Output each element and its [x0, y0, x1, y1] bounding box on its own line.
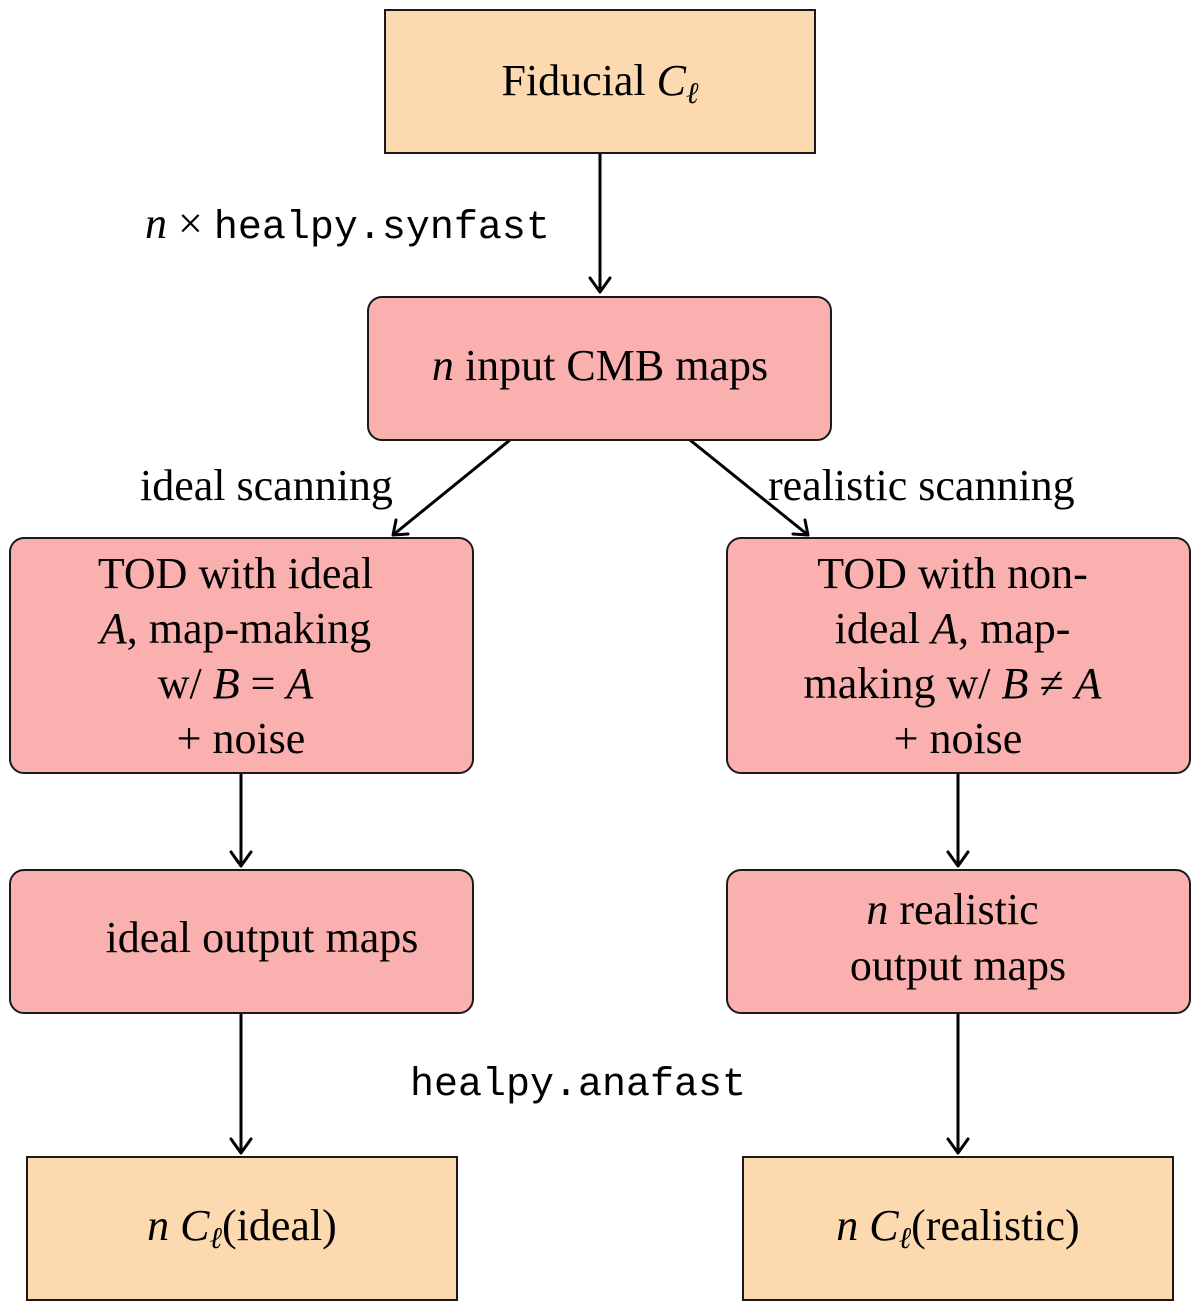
node-tod-ideal-label: TOD with ideal A, map-making w/ B = A + …: [97, 549, 384, 763]
node-cl-realistic: n Cℓ(realistic): [742, 1156, 1174, 1301]
node-input-cmb-maps-label: n input CMB maps: [432, 341, 768, 390]
edge-real-out-to-cl-real: [946, 1013, 970, 1155]
node-fiducial-cl: Fiducial Cℓ: [384, 9, 816, 154]
node-ideal-output-maps-label: ideal output maps: [106, 913, 419, 962]
node-cl-ideal: n Cℓ(ideal): [26, 1156, 458, 1301]
edge-fiducial-to-input: [588, 153, 612, 294]
node-realistic-output-maps: n realistic output maps: [726, 869, 1191, 1014]
edge-tod-ideal-to-ideal-out: [229, 773, 253, 868]
node-realistic-output-maps-label: n realistic output maps: [850, 885, 1066, 990]
edge-ideal-out-to-cl-ideal: [229, 1013, 253, 1155]
node-ideal-output-maps: ideal output maps: [9, 869, 474, 1014]
node-tod-ideal: TOD with ideal A, map-making w/ B = A + …: [9, 537, 474, 774]
edge-input-to-tod-ideal: [391, 438, 511, 537]
node-cl-ideal-label: n Cℓ(ideal): [147, 1201, 337, 1255]
edge-label-ideal-scanning: ideal scanning: [140, 461, 393, 510]
edge-label-realistic-scanning: realistic scanning: [768, 461, 1075, 510]
edge-tod-real-to-real-out: [946, 773, 970, 868]
edge-input-to-tod-real: [689, 438, 810, 537]
node-fiducial-cl-label: Fiducial Cℓ: [501, 56, 699, 110]
node-tod-realistic-label: TOD with non- ideal A, map- making w/ B …: [804, 549, 1113, 763]
node-tod-realistic: TOD with non- ideal A, map- making w/ B …: [726, 537, 1191, 774]
node-cl-realistic-label: n Cℓ(realistic): [836, 1201, 1079, 1255]
node-input-cmb-maps: n input CMB maps: [367, 296, 832, 441]
edge-label-anafast: healpy.anafast: [410, 1063, 746, 1108]
edge-label-synfast: n × healpy.synfast: [145, 199, 550, 251]
